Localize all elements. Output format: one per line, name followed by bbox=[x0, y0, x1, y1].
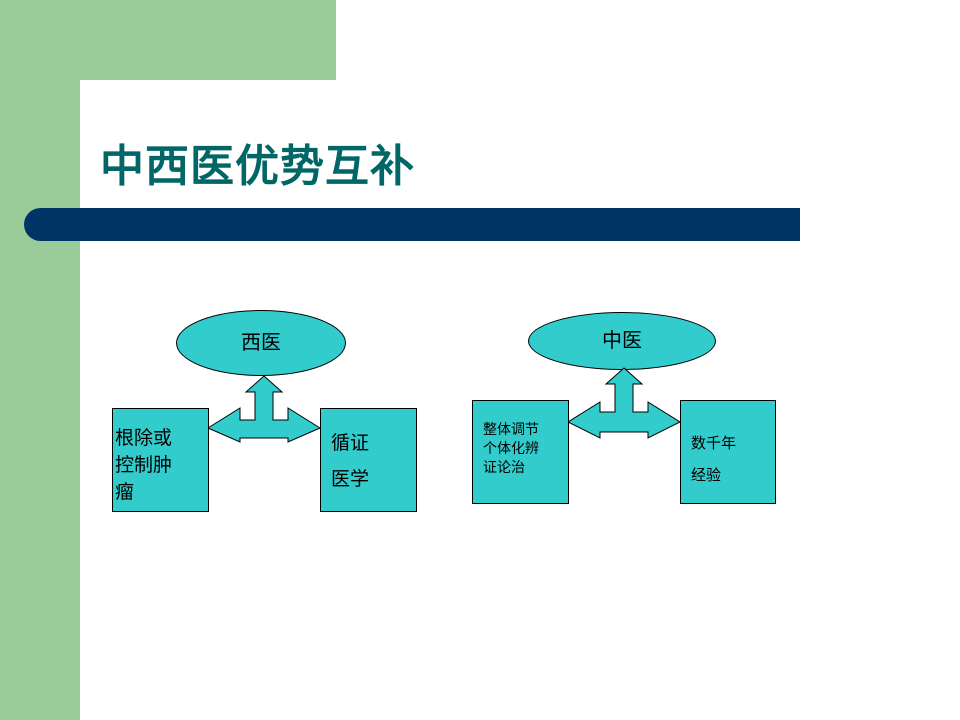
left-box-line-2: 控制肿 bbox=[115, 454, 173, 476]
left-box-tumor-control: 根除或 控制肿 瘤 bbox=[112, 408, 209, 512]
title-underline-bar bbox=[24, 208, 800, 241]
slide-title: 中西医优势互补 bbox=[100, 141, 415, 192]
right-box-line-1: 数千年 bbox=[691, 434, 737, 452]
right-box-experience: 数千年 经验 bbox=[680, 400, 776, 504]
three-way-arrow-left bbox=[206, 375, 322, 443]
left-box-line-1: 整体调节 bbox=[483, 422, 539, 438]
chinese-medicine-label: 中医 bbox=[602, 327, 642, 352]
left-box-holistic-regulation: 整体调节 个体化辨 证论治 bbox=[472, 400, 569, 504]
left-box-line-3: 证论治 bbox=[483, 460, 525, 476]
right-box-line-2: 经验 bbox=[691, 466, 722, 484]
western-medicine-ellipse: 西医 bbox=[176, 310, 346, 376]
left-box-line-2: 个体化辨 bbox=[483, 441, 539, 457]
right-box-line-2: 医学 bbox=[331, 468, 370, 490]
right-box-evidence-medicine: 循证 医学 bbox=[320, 408, 417, 512]
left-box-line-3: 瘤 bbox=[115, 481, 135, 503]
three-way-arrow-right bbox=[566, 367, 682, 439]
western-medicine-label: 西医 bbox=[241, 329, 281, 354]
right-box-line-1: 循证 bbox=[331, 432, 370, 454]
chinese-medicine-ellipse: 中医 bbox=[528, 312, 716, 370]
top-green-strip bbox=[80, 0, 336, 80]
left-green-strip bbox=[0, 0, 80, 720]
left-box-line-1: 根除或 bbox=[115, 427, 173, 449]
